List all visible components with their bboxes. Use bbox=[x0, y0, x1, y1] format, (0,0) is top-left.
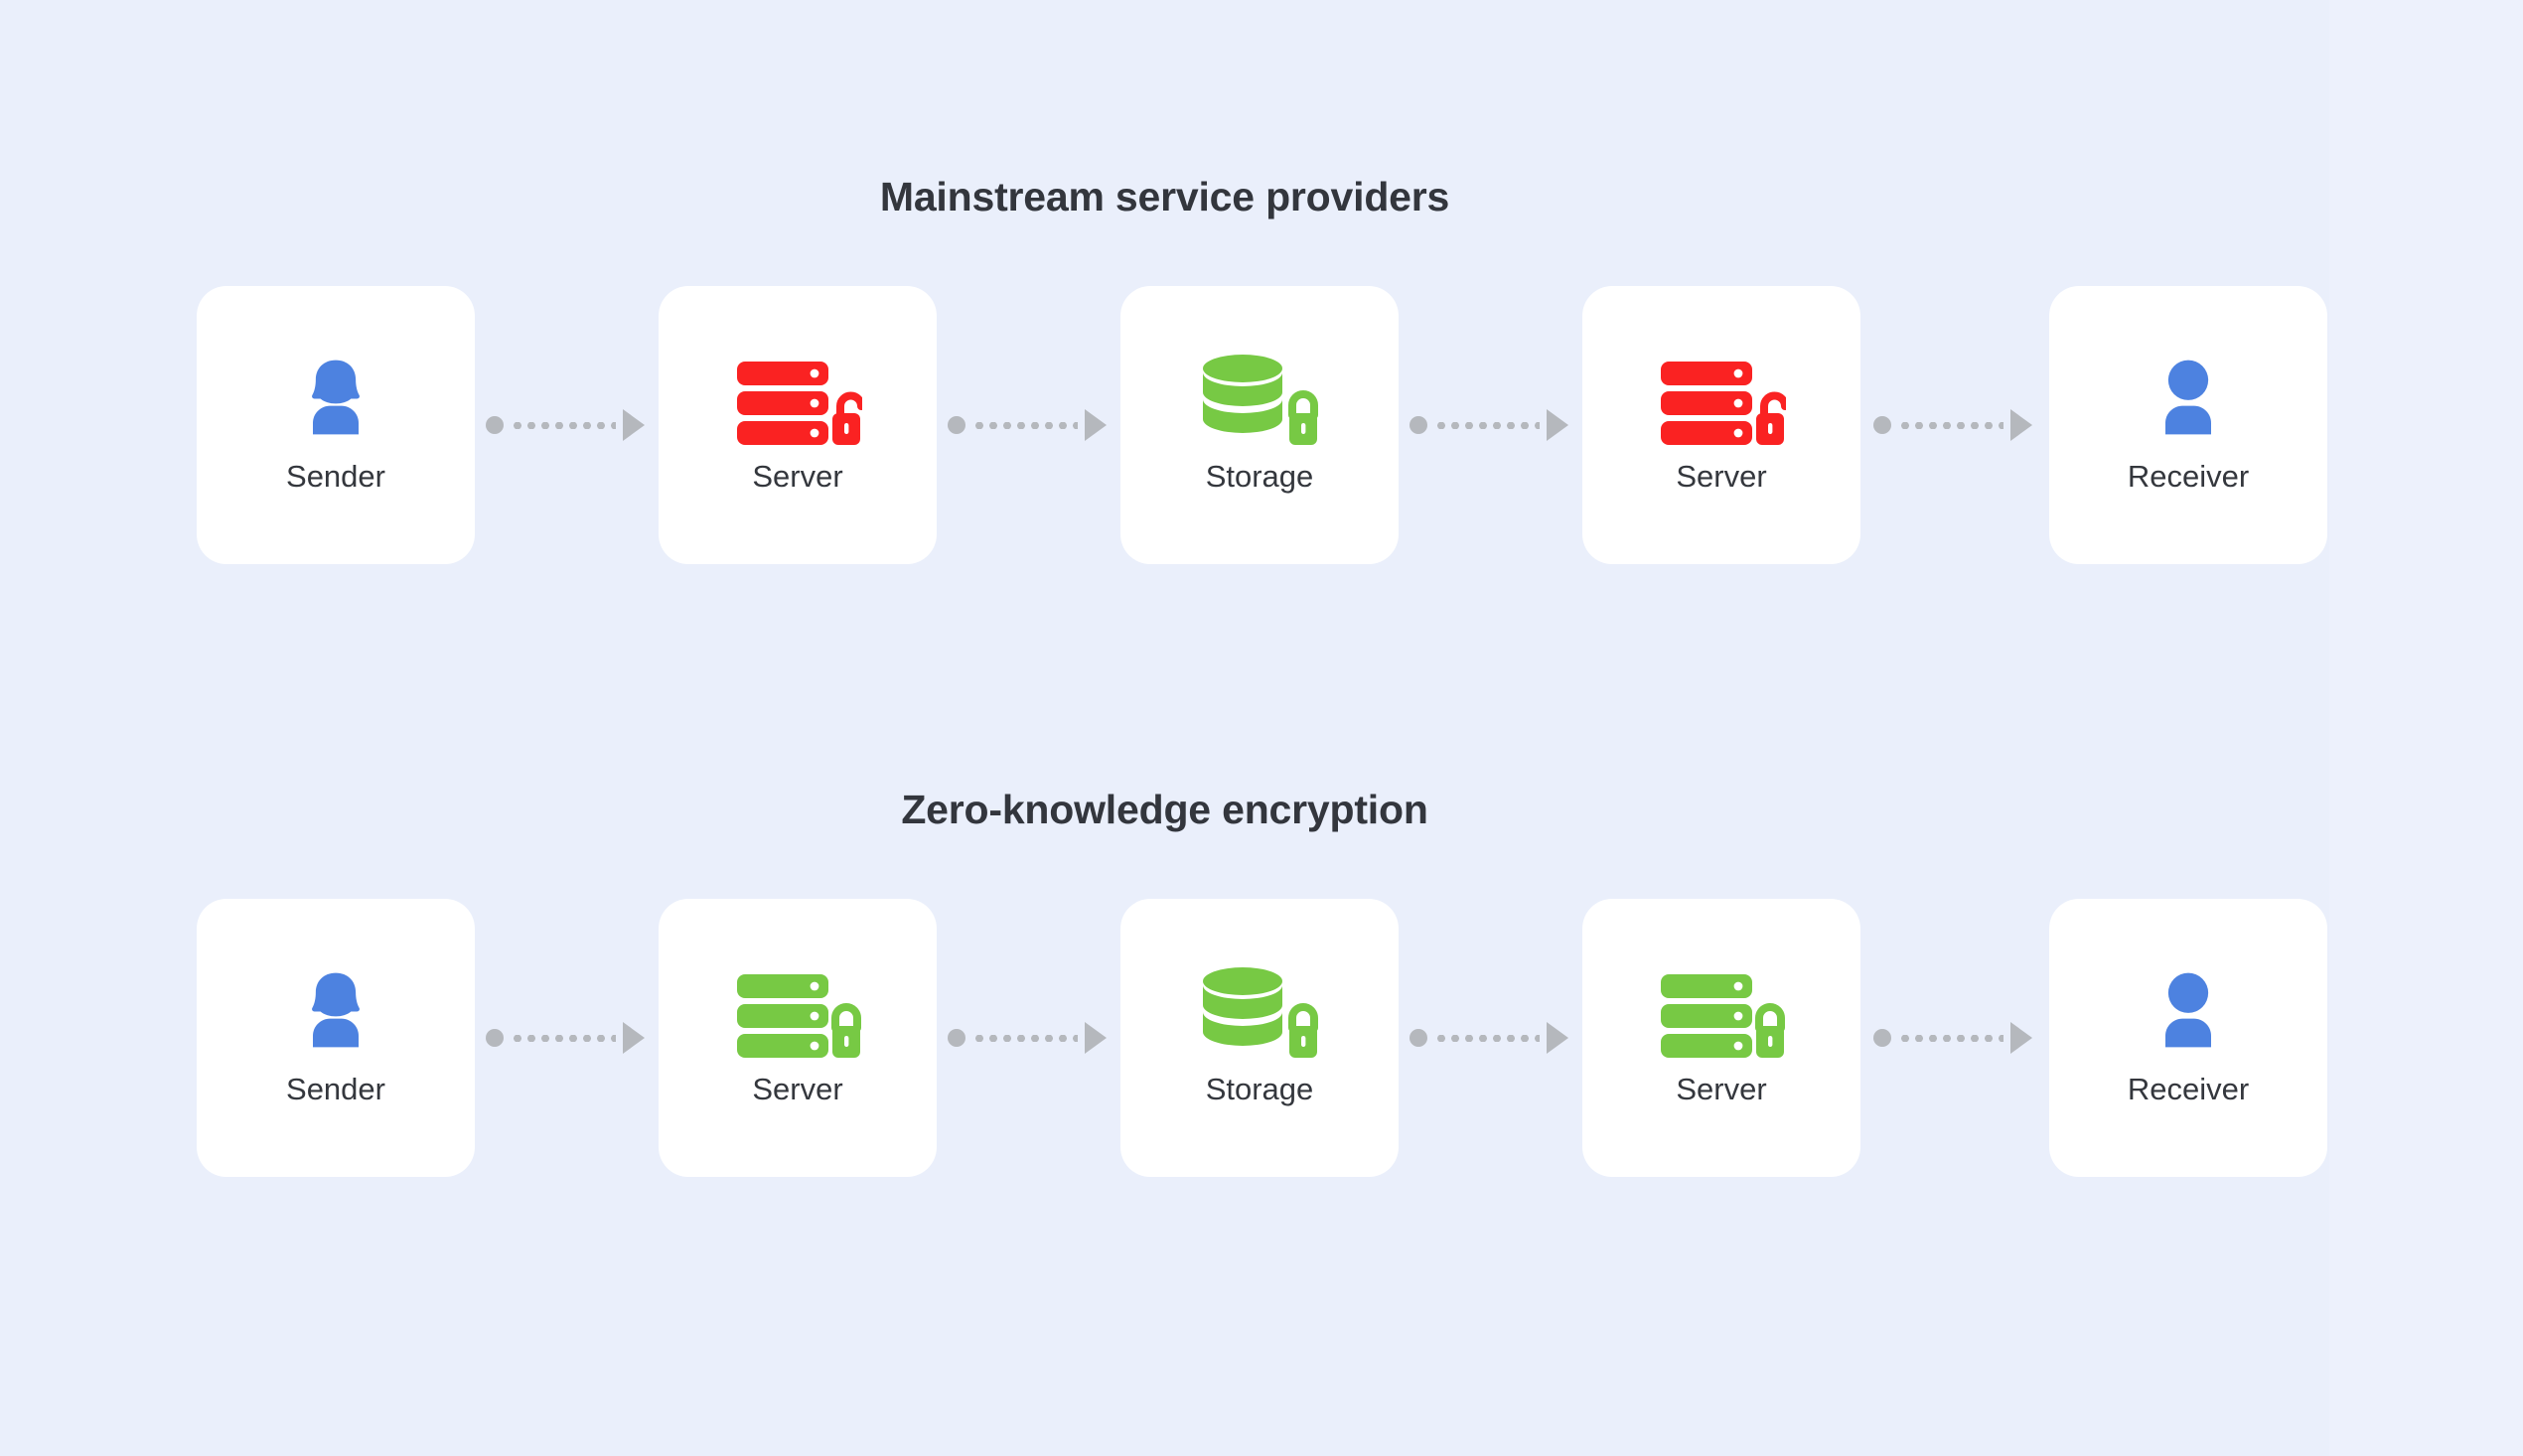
node-card-server-1[interactable]: Server bbox=[659, 286, 937, 564]
server-icon bbox=[1661, 362, 1752, 445]
connector-dotted-line bbox=[972, 421, 1078, 429]
connector-dotted-line bbox=[1434, 1034, 1540, 1042]
arrow-right-icon bbox=[1547, 1022, 1568, 1054]
connector-dotted-line bbox=[511, 421, 616, 429]
person-icon bbox=[2143, 350, 2234, 445]
connector-dot bbox=[1873, 416, 1891, 434]
server-icon bbox=[1661, 974, 1752, 1058]
connector-dot bbox=[948, 1029, 965, 1047]
node-label: Storage bbox=[1205, 459, 1314, 494]
arrow-right-icon bbox=[1547, 409, 1568, 441]
node-card-storage[interactable]: Storage bbox=[1120, 286, 1399, 564]
section-mainstream: Mainstream service providers Sender bbox=[0, 177, 2523, 566]
node-label: Server bbox=[1676, 1072, 1767, 1106]
flow-row-mainstream: Sender bbox=[0, 286, 2329, 566]
node-card-receiver[interactable]: Receiver bbox=[2049, 899, 2327, 1177]
connector-dotted-line bbox=[1434, 421, 1540, 429]
locked-padlock-icon bbox=[831, 1003, 861, 1058]
database-icon bbox=[1203, 967, 1282, 1046]
connector-dot bbox=[486, 1029, 504, 1047]
node-card-server-2[interactable]: Server bbox=[1582, 286, 1860, 564]
server-icon bbox=[737, 362, 828, 445]
server-group bbox=[1657, 350, 1786, 445]
person-female-icon bbox=[290, 350, 381, 445]
flow-connector bbox=[486, 1022, 645, 1054]
arrow-right-icon bbox=[2010, 409, 2032, 441]
node-label: Server bbox=[1676, 459, 1767, 494]
server-icon bbox=[737, 974, 828, 1058]
node-label: Server bbox=[752, 1072, 843, 1106]
arrow-right-icon bbox=[623, 409, 645, 441]
connector-dot bbox=[1873, 1029, 1891, 1047]
node-card-receiver[interactable]: Receiver bbox=[2049, 286, 2327, 564]
server-group bbox=[733, 350, 862, 445]
connector-dot bbox=[1410, 1029, 1427, 1047]
flow-connector bbox=[1873, 409, 2032, 441]
locked-padlock-icon bbox=[1288, 390, 1318, 445]
node-card-sender[interactable]: Sender bbox=[197, 899, 475, 1177]
node-label: Server bbox=[752, 459, 843, 494]
section-title-mainstream: Mainstream service providers bbox=[879, 174, 1450, 219]
flow-connector bbox=[1873, 1022, 2032, 1054]
connector-dotted-line bbox=[1898, 421, 2004, 429]
arrow-right-icon bbox=[1085, 1022, 1107, 1054]
arrow-right-icon bbox=[1085, 409, 1107, 441]
unlocked-padlock-icon bbox=[832, 391, 862, 445]
server-group bbox=[733, 962, 862, 1058]
server-group bbox=[1657, 962, 1786, 1058]
node-label: Receiver bbox=[2127, 459, 2250, 494]
flow-connector bbox=[948, 1022, 1107, 1054]
storage-group bbox=[1199, 350, 1320, 445]
node-card-server-2[interactable]: Server bbox=[1582, 899, 1860, 1177]
flow-connector bbox=[1410, 409, 1568, 441]
flow-connector bbox=[486, 409, 645, 441]
storage-group bbox=[1199, 962, 1320, 1058]
node-label: Receiver bbox=[2127, 1072, 2250, 1106]
unlocked-padlock-icon bbox=[1756, 391, 1786, 445]
node-card-server-1[interactable]: Server bbox=[659, 899, 937, 1177]
locked-padlock-icon bbox=[1755, 1003, 1785, 1058]
connector-dot bbox=[1410, 416, 1427, 434]
person-female-icon bbox=[290, 962, 381, 1058]
node-label: Storage bbox=[1205, 1072, 1314, 1106]
connector-dot bbox=[486, 416, 504, 434]
connector-dotted-line bbox=[1898, 1034, 2004, 1042]
flow-connector bbox=[948, 409, 1107, 441]
section-zero-knowledge: Zero-knowledge encryption Sender bbox=[0, 790, 2523, 1179]
section-title-zero-knowledge: Zero-knowledge encryption bbox=[901, 787, 1428, 832]
person-icon bbox=[2143, 962, 2234, 1058]
connector-dotted-line bbox=[972, 1034, 1078, 1042]
connector-dot bbox=[948, 416, 965, 434]
node-card-sender[interactable]: Sender bbox=[197, 286, 475, 564]
node-label: Sender bbox=[286, 1072, 385, 1106]
node-card-storage[interactable]: Storage bbox=[1120, 899, 1399, 1177]
connector-dotted-line bbox=[511, 1034, 616, 1042]
flow-connector bbox=[1410, 1022, 1568, 1054]
arrow-right-icon bbox=[2010, 1022, 2032, 1054]
arrow-right-icon bbox=[623, 1022, 645, 1054]
node-label: Sender bbox=[286, 459, 385, 494]
right-edge-band bbox=[2329, 0, 2523, 1456]
flow-row-zero-knowledge: Sender bbox=[0, 899, 2329, 1179]
database-icon bbox=[1203, 355, 1282, 433]
locked-padlock-icon bbox=[1288, 1003, 1318, 1058]
